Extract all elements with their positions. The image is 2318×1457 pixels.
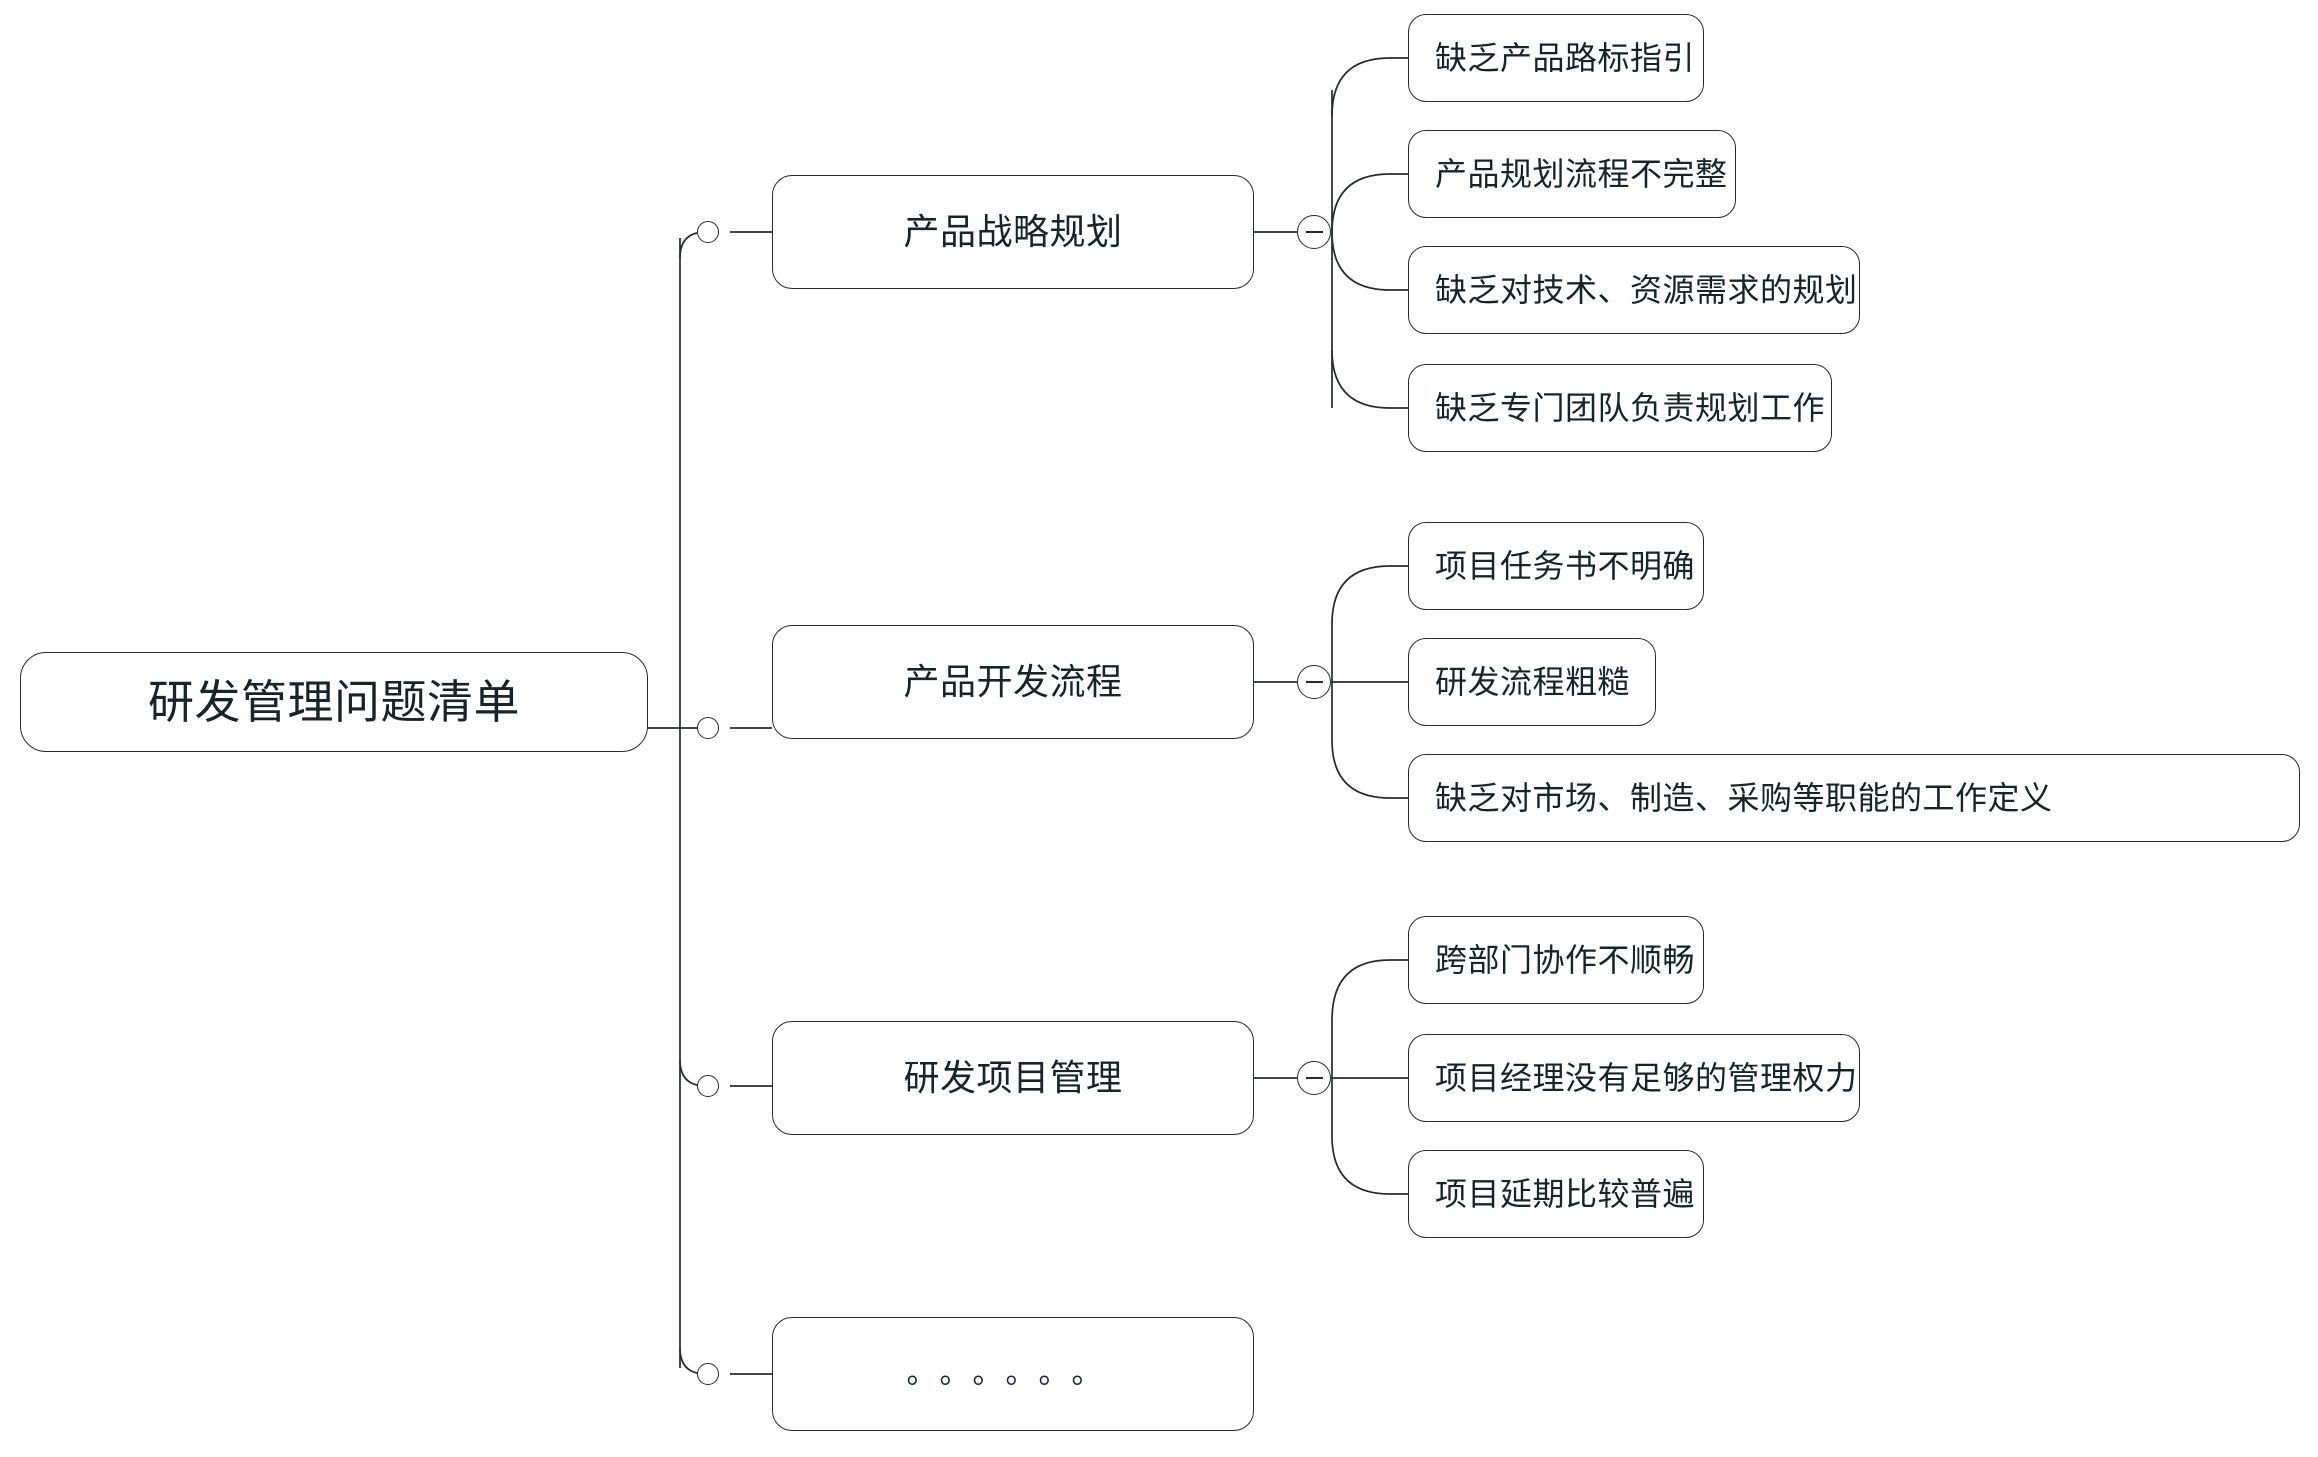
branch-node-label: 研发项目管理 [903, 1057, 1123, 1098]
root-node-label: 研发管理问题清单 [148, 676, 520, 728]
leaf-node-label: 研发流程粗糙 [1435, 664, 1631, 700]
leaf-node-3-3[interactable]: 项目延期比较普遍 [1408, 1150, 1704, 1238]
leaf-node-label: 跨部门协作不顺畅 [1435, 942, 1696, 978]
collapse-toggle-branch-2[interactable] [1297, 665, 1331, 699]
leaf-node-1-2[interactable]: 产品规划流程不完整 [1408, 130, 1736, 218]
minus-icon [1305, 681, 1323, 683]
leaf-node-label: 缺乏对市场、制造、采购等职能的工作定义 [1435, 780, 2053, 816]
leaf-node-label: 缺乏专门团队负责规划工作 [1435, 390, 1826, 426]
minus-icon [1305, 231, 1323, 233]
leaf-node-2-3[interactable]: 缺乏对市场、制造、采购等职能的工作定义 [1408, 754, 2300, 842]
leaf-node-1-4[interactable]: 缺乏专门团队负责规划工作 [1408, 364, 1832, 452]
leaf-node-1-3[interactable]: 缺乏对技术、资源需求的规划 [1408, 246, 1860, 334]
leaf-node-label: 项目经理没有足够的管理权力 [1435, 1060, 1858, 1096]
collapse-toggle-branch-3[interactable] [1297, 1061, 1331, 1095]
leaf-node-2-1[interactable]: 项目任务书不明确 [1408, 522, 1704, 610]
leaf-node-label: 缺乏产品路标指引 [1435, 40, 1696, 76]
branch-node-product-development[interactable]: 产品开发流程 [772, 625, 1254, 739]
root-branch-handle-4[interactable] [697, 1363, 719, 1385]
root-node[interactable]: 研发管理问题清单 [20, 652, 648, 752]
root-branch-handle-1[interactable] [697, 221, 719, 243]
leaf-node-3-1[interactable]: 跨部门协作不顺畅 [1408, 916, 1704, 1004]
leaf-node-3-2[interactable]: 项目经理没有足够的管理权力 [1408, 1034, 1860, 1122]
leaf-node-label: 项目任务书不明确 [1435, 548, 1696, 584]
branch-node-label: 产品战略规划 [903, 211, 1123, 252]
root-branch-handle-2[interactable] [697, 717, 719, 739]
root-branch-handle-3[interactable] [697, 1075, 719, 1097]
minus-icon [1305, 1077, 1323, 1079]
branch-node-product-strategy[interactable]: 产品战略规划 [772, 175, 1254, 289]
branch-node-label: 。。。。。。 [906, 1357, 1120, 1390]
collapse-toggle-branch-1[interactable] [1297, 215, 1331, 249]
branch-node-ellipsis[interactable]: 。。。。。。 [772, 1317, 1254, 1431]
leaf-node-label: 产品规划流程不完整 [1435, 156, 1728, 192]
branch-node-rd-project-management[interactable]: 研发项目管理 [772, 1021, 1254, 1135]
leaf-node-2-2[interactable]: 研发流程粗糙 [1408, 638, 1656, 726]
leaf-node-1-1[interactable]: 缺乏产品路标指引 [1408, 14, 1704, 102]
leaf-node-label: 缺乏对技术、资源需求的规划 [1435, 272, 1858, 308]
leaf-node-label: 项目延期比较普遍 [1435, 1176, 1696, 1212]
branch-node-label: 产品开发流程 [903, 661, 1123, 702]
